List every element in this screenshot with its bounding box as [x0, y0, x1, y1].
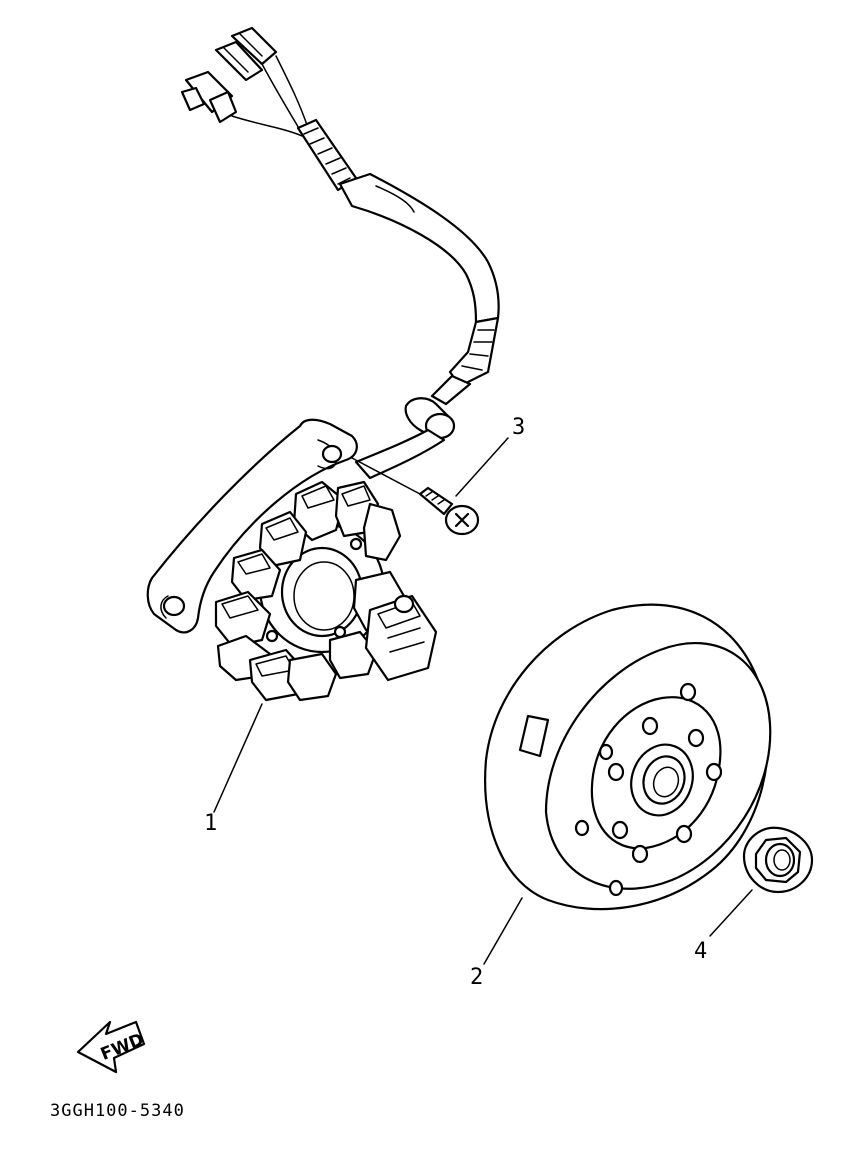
harness-braid-lower — [448, 316, 500, 388]
connector-pair — [214, 26, 278, 82]
callout-stator: 1 — [204, 811, 217, 836]
stator-assembly — [146, 418, 438, 702]
wire-harness — [180, 26, 500, 480]
stator-coils — [214, 480, 406, 702]
screw — [418, 486, 480, 536]
harness-braid — [296, 118, 358, 192]
leader-lines — [213, 437, 753, 965]
harness-sleeve — [338, 172, 500, 324]
nut — [742, 826, 814, 894]
callout-nut: 4 — [694, 939, 707, 964]
rotor-flywheel — [484, 603, 772, 911]
callout-rotor: 2 — [470, 965, 483, 990]
pickup-coil — [364, 594, 438, 682]
drawing-number: 3GGH100-5340 — [50, 1101, 185, 1121]
callout-screw: 3 — [512, 415, 525, 440]
forward-arrow-icon: FWD — [76, 1020, 147, 1074]
connector-single — [180, 70, 238, 124]
